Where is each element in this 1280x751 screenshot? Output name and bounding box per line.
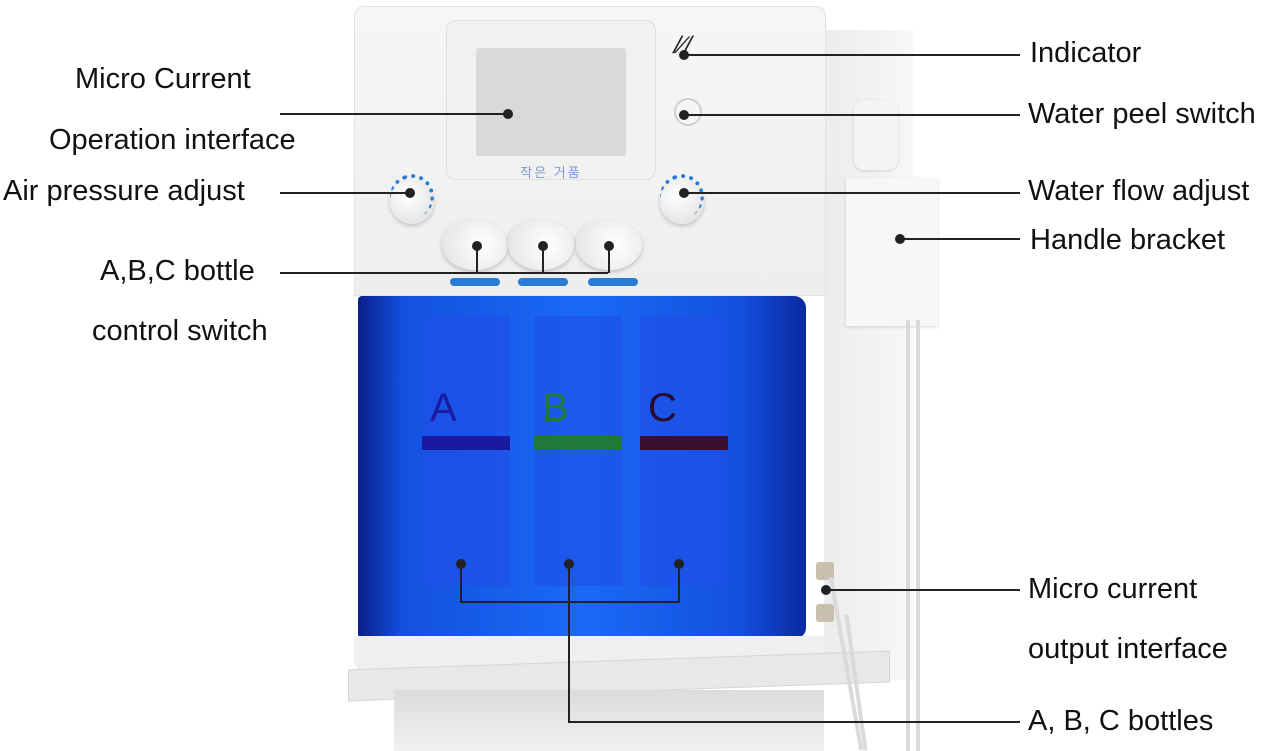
callout-dot-switch-a: [472, 241, 482, 251]
callout-dot-water-flow: [679, 188, 689, 198]
callout-dot-bottle-a: [456, 559, 466, 569]
bottle-b-band: [534, 436, 622, 450]
callout-line-control-switch: [280, 272, 608, 274]
callout-line-operation: [280, 113, 508, 115]
label-abc-bottles: A, B, C bottles: [1028, 705, 1214, 737]
operation-screen: [476, 48, 626, 156]
air-pressure-knob: [390, 180, 434, 224]
bottle-c-letter: C: [648, 386, 677, 430]
callout-branch-bottle-a: [460, 564, 462, 602]
solution-c-tag: [588, 278, 638, 286]
panel-brand-text: 작은 거품: [520, 165, 582, 180]
bottle-a: A: [422, 316, 510, 586]
callout-dot-switch-c: [604, 241, 614, 251]
label-indicator: Indicator: [1030, 37, 1142, 69]
callout-line-air-pressure: [280, 192, 410, 194]
bottle-a-band: [422, 436, 510, 450]
callout-branch-a: [476, 246, 478, 273]
callout-dot-indicator: [679, 50, 689, 60]
callout-line-water-peel: [684, 114, 1020, 116]
water-flow-knob: [660, 180, 704, 224]
bottle-a-letter: A: [430, 386, 457, 430]
label-water-peel-switch: Water peel switch: [1028, 98, 1256, 130]
callout-line-indicator: [684, 54, 1020, 56]
label-operation-interface: Operation interface: [49, 124, 296, 156]
callout-bottles-join: [460, 601, 680, 603]
callout-line-bottles: [568, 721, 1020, 723]
water-peel-switch-button: [674, 98, 702, 126]
bottle-tank: A B C: [358, 296, 806, 638]
callout-branch-c: [608, 246, 610, 273]
micro-current-handle: [854, 100, 898, 170]
callout-branch-b: [542, 246, 544, 273]
label-water-flow-adjust: Water flow adjust: [1028, 175, 1250, 207]
callout-dot-water-peel: [679, 110, 689, 120]
output-port-1: [816, 562, 834, 580]
label-micro-current: Micro Current: [75, 63, 251, 95]
callout-line-output: [826, 589, 1020, 591]
solution-a-tag: [450, 278, 500, 286]
callout-line-handle-bracket: [900, 238, 1020, 240]
callout-dot-air-pressure: [405, 188, 415, 198]
callout-dot-switch-b: [538, 241, 548, 251]
handle-cable-2: [916, 320, 920, 751]
callout-branch-bottle-c: [678, 564, 680, 602]
handle-bracket: [846, 178, 938, 326]
operation-interface-frame: [446, 20, 656, 180]
callout-dot-bottle-b: [564, 559, 574, 569]
callout-dot-handle-bracket: [895, 234, 905, 244]
bottle-b: B: [534, 316, 622, 586]
label-handle-bracket: Handle bracket: [1030, 224, 1226, 256]
callout-branch-bottle-b: [568, 564, 570, 722]
bottle-b-letter: B: [542, 386, 569, 430]
label-air-pressure-adjust: Air pressure adjust: [3, 175, 245, 207]
output-port-2: [816, 604, 834, 622]
solution-b-tag: [518, 278, 568, 286]
handle-cable: [906, 320, 910, 751]
callout-dot-operation: [503, 109, 513, 119]
bottle-c: C: [640, 316, 728, 586]
bottle-c-band: [640, 436, 728, 450]
trolley-stand: [394, 690, 824, 751]
callout-dot-bottle-c: [674, 559, 684, 569]
label-micro-current-output: Micro current: [1028, 573, 1198, 605]
label-abc-bottle: A,B,C bottle: [100, 255, 255, 287]
callout-line-water-flow: [684, 192, 1020, 194]
label-control-switch: control switch: [92, 315, 268, 347]
callout-dot-output: [821, 585, 831, 595]
label-output-interface: output interface: [1028, 633, 1228, 665]
